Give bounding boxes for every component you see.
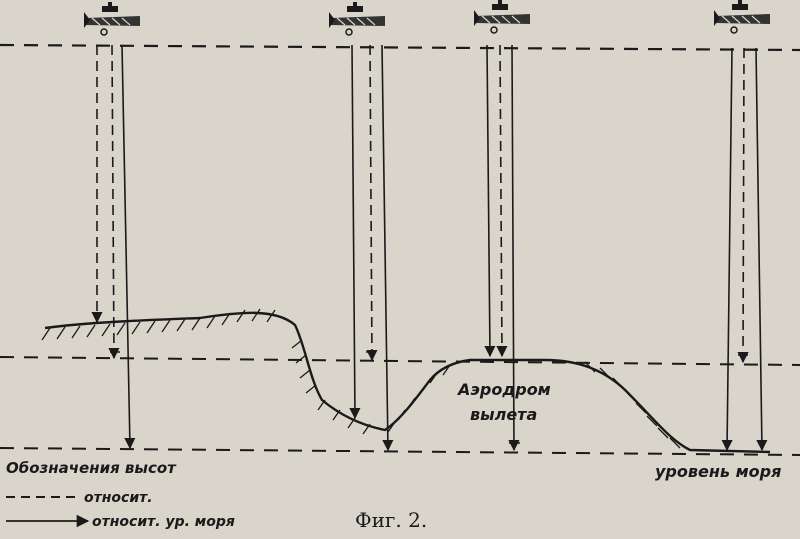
aerodrome-level-line — [0, 356, 800, 366]
legend-title: Обозначения высот — [6, 459, 177, 477]
aerodrome-label-line2: вылета — [470, 405, 537, 424]
legend-sea-level-label: относит. ур. моря — [92, 514, 235, 530]
altitude-relative-arrow — [496, 44, 508, 358]
altitude-sea-level-arrow — [508, 44, 520, 452]
altitude-sea-level-arrow — [121, 44, 136, 450]
legend-relative-label: относит. — [84, 490, 153, 506]
airplane-icon — [83, 1, 141, 36]
terrain-profile — [44, 311, 771, 454]
airplane-icon — [328, 1, 386, 36]
altitude-sea-level-arrow — [381, 44, 394, 452]
terrain-hatching — [41, 308, 681, 449]
altitude-sea-level-arrow — [755, 47, 768, 452]
sea-level-line — [0, 447, 800, 456]
altitude-sea-level-arrow — [721, 47, 733, 452]
airplane-icon — [713, 0, 771, 34]
altitude-relative-arrow — [737, 47, 749, 364]
altitude-sea-level-arrow — [349, 44, 361, 420]
upper-reference-line — [0, 43, 800, 52]
altitude-relative-arrow — [366, 44, 378, 362]
sea-level-label: уровень моря — [655, 462, 781, 481]
figure-caption: Фиг. 2. — [355, 508, 427, 532]
altitude-relative-arrow — [108, 44, 120, 360]
airplane-icon — [473, 0, 531, 34]
altitude-sea-level-arrow — [484, 44, 496, 358]
level-marks — [110, 351, 748, 444]
aerodrome-label-line1: Аэродром — [456, 380, 551, 399]
